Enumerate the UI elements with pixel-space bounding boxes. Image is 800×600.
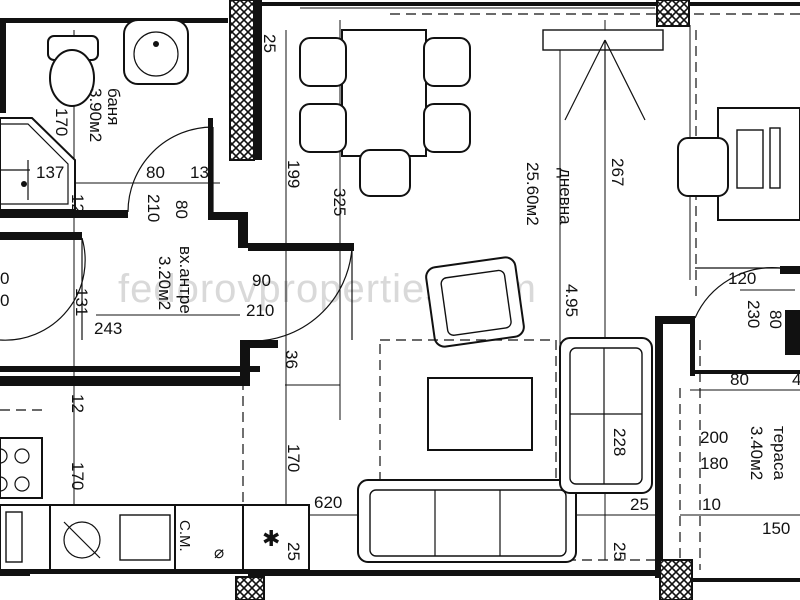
rug-and-coffee-table [379, 339, 557, 516]
doors [0, 126, 781, 342]
hall-name: вх.антре [176, 246, 195, 314]
room-label-terrace: тераса 3.40м2 [747, 426, 789, 480]
structural-column-bottom [235, 576, 265, 600]
dim-325: 325 [330, 188, 349, 216]
dim-228: 228 [610, 428, 629, 456]
dim-170-left: 170 [68, 462, 87, 490]
dim-12-lower: 12 [68, 394, 87, 413]
dim-199: 199 [284, 160, 303, 188]
dim-0-left: 0 [0, 269, 9, 288]
side-sofa [559, 337, 653, 494]
dim-10: 10 [702, 495, 721, 514]
dim-25-bottom-right: 25 [610, 542, 629, 561]
dim-90: 90 [252, 271, 271, 290]
dim-170-bath: 170 [52, 108, 71, 136]
bathroom-area: 3.90м2 [86, 88, 105, 142]
appliance-labels: С.М. ⌀ ✱ [176, 520, 280, 562]
dim-25-top: 25 [260, 34, 279, 53]
bathroom-name: баня [104, 88, 123, 125]
terrace-area: 3.40м2 [747, 426, 766, 480]
bathroom-sink [123, 19, 189, 85]
structural-column-top-right [656, 0, 690, 27]
dim-0-left-b: 0 [0, 291, 9, 310]
dishwasher-icon: ⌀ [214, 543, 224, 562]
toilet [47, 35, 99, 107]
dim-200: 200 [700, 428, 728, 447]
dim-36: 36 [282, 350, 301, 369]
dining-set [299, 29, 471, 197]
light-fixture [542, 29, 664, 121]
sofa [357, 479, 577, 563]
dimension-labels: 25 170 137 80 13 12 210 80 199 325 267 4… [0, 34, 800, 561]
dim-12-left: 12 [68, 194, 87, 213]
structural-column-top [229, 0, 255, 161]
room-label-bathroom: баня 3.90м2 [86, 88, 123, 142]
dim-80-bath-door: 80 [172, 200, 191, 219]
dim-150: 150 [762, 519, 790, 538]
kitchen [0, 437, 310, 571]
living-area: 25.60м2 [523, 162, 542, 226]
dim-80-right: 80 [766, 310, 785, 329]
dim-170-mid: 170 [284, 444, 303, 472]
room-label-hall: вх.антре 3.20м2 [155, 246, 195, 314]
dim-4-95: 4.95 [562, 284, 581, 317]
dim-210-bath-door: 210 [144, 194, 163, 222]
dim-620: 620 [314, 493, 342, 512]
washing-machine-label: С.М. [176, 520, 193, 552]
living-name: дневна [556, 168, 575, 225]
hall-area: 3.20м2 [155, 256, 174, 310]
dim-137: 137 [36, 163, 64, 182]
dim-13: 13 [190, 163, 209, 182]
dim-180: 180 [700, 454, 728, 473]
stove-icon: ✱ [262, 526, 280, 551]
shower [0, 117, 76, 211]
dim-210-hall: 210 [246, 301, 274, 320]
dim-120: 120 [728, 269, 756, 288]
dim-25-terrace: 25 [630, 495, 649, 514]
structural-column-bottom-right [659, 559, 693, 600]
room-label-living: дневна 25.60м2 [523, 162, 575, 226]
dim-131: 131 [72, 288, 91, 316]
dim-4-terrace: 4 [792, 370, 800, 389]
desk [677, 107, 800, 221]
terrace-name: тераса [770, 426, 789, 480]
dim-267: 267 [608, 158, 627, 186]
dim-80-terrace: 80 [730, 370, 749, 389]
dim-243: 243 [94, 319, 122, 338]
dim-80-bath: 80 [146, 163, 165, 182]
dim-230: 230 [744, 300, 763, 328]
dim-25-bottom: 25 [284, 542, 303, 561]
armchair [425, 256, 525, 348]
